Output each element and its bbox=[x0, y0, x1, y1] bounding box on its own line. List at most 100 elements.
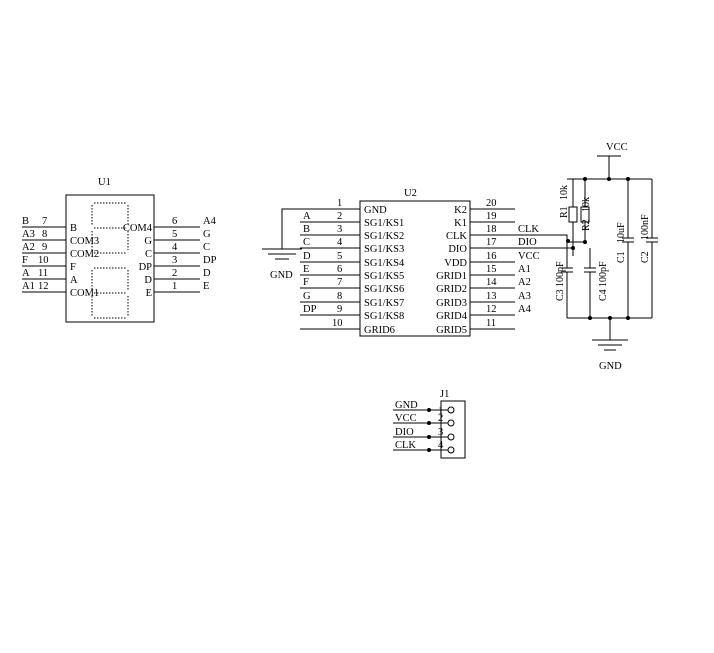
pin-net-label: A4 bbox=[518, 304, 532, 315]
pin-number: 2 bbox=[172, 268, 177, 279]
pin-number: 10 bbox=[332, 318, 343, 329]
c2-ref: C2 bbox=[640, 251, 651, 263]
pin-net-label: A2 bbox=[518, 277, 531, 288]
junction-dot bbox=[626, 316, 630, 320]
pin-name: B bbox=[70, 223, 77, 234]
j1-pin: DIO 3 bbox=[393, 427, 455, 441]
c1-ref: C1 bbox=[616, 251, 627, 263]
pin-number: 11 bbox=[38, 268, 48, 279]
pin-net-label: A2 bbox=[22, 242, 35, 253]
pin-name: F bbox=[70, 262, 76, 273]
u1-pin-left: F 10 F bbox=[22, 255, 76, 273]
u2-pin-left: 10 GRID6 bbox=[300, 318, 395, 336]
pin-number: 18 bbox=[486, 224, 497, 235]
pin-number: 19 bbox=[486, 211, 497, 222]
junction-dot bbox=[607, 177, 611, 181]
u2-pin-left: F 7 SG1/KS6 bbox=[300, 277, 404, 295]
u2-pin-right: GRID4 12 A4 bbox=[436, 304, 532, 322]
resistor-r1 bbox=[568, 206, 578, 223]
digit-upper-icon bbox=[91, 202, 129, 254]
pin-net-label: B bbox=[303, 224, 310, 235]
u2-pin-left: G 8 SG1/KS7 bbox=[300, 291, 404, 309]
pin-number: 7 bbox=[337, 277, 342, 288]
pin-number: 1 bbox=[172, 281, 177, 292]
u2-pin-right: GRID2 14 A2 bbox=[436, 277, 531, 295]
u1-pin-right: COM4 6 A4 bbox=[123, 216, 217, 234]
pin-net-label: C bbox=[203, 242, 210, 253]
u1-body bbox=[65, 194, 155, 323]
pin-name: K2 bbox=[454, 205, 467, 216]
pin-number: 1 bbox=[337, 198, 342, 209]
c4-ref: C4 bbox=[598, 289, 609, 301]
pin-number: 5 bbox=[337, 251, 342, 262]
pin-number: 4 bbox=[438, 440, 444, 451]
pin-net-label: A3 bbox=[518, 291, 531, 302]
pin-net-label: A4 bbox=[203, 216, 217, 227]
c3-ref: C3 bbox=[555, 289, 566, 301]
pin-number: 15 bbox=[486, 264, 497, 275]
c2-value: 100nF bbox=[640, 214, 651, 240]
u1-pin-left: A3 8 COM3 bbox=[22, 229, 99, 247]
u2-pin-left: B 3 SG1/KS2 bbox=[300, 224, 404, 242]
junction-dot bbox=[588, 316, 592, 320]
pin-net-label: C bbox=[303, 237, 310, 248]
u2-pin-left: C 4 SG1/KS3 bbox=[300, 237, 404, 255]
pin-number: 9 bbox=[337, 304, 342, 315]
u1-pin-left: B 7 B bbox=[22, 216, 77, 234]
pin-name: C bbox=[145, 249, 152, 260]
pin-net-label: DIO bbox=[395, 427, 414, 438]
u1-display: U1 B 7 B bbox=[22, 177, 217, 323]
pin-name: SG1/KS7 bbox=[364, 298, 404, 309]
vcc-label: VCC bbox=[606, 142, 628, 153]
pin-name: GRID3 bbox=[436, 298, 467, 309]
pin-net-label: DP bbox=[203, 255, 217, 266]
u1-pin-left: A2 9 COM2 bbox=[22, 242, 99, 260]
pin-name: CLK bbox=[446, 231, 467, 242]
pin-net-label: VCC bbox=[518, 251, 540, 262]
pin-net-label: A1 bbox=[518, 264, 531, 275]
passive-network: VCC R1 10k R2 10k C3 100pF bbox=[515, 142, 658, 372]
pin-net-label: CLK bbox=[395, 440, 416, 451]
pin-name: GRID2 bbox=[436, 284, 467, 295]
u2-pin-right: CLK 18 CLK bbox=[446, 224, 539, 242]
gnd-label: GND bbox=[599, 361, 622, 372]
pin-name: GRID5 bbox=[436, 325, 467, 336]
u2-gnd-label: GND bbox=[270, 270, 293, 281]
pin-name: D bbox=[144, 275, 152, 286]
pin-net-label: GND bbox=[395, 400, 418, 411]
pin-name: SG1/KS3 bbox=[364, 244, 404, 255]
junction-dot bbox=[571, 246, 575, 250]
u2-pin-right: K2 20 bbox=[454, 198, 515, 216]
pin-net-label: G bbox=[303, 291, 311, 302]
u1-pin-right: G 5 G bbox=[144, 229, 211, 247]
r1-value: 10k bbox=[559, 185, 570, 200]
pin-name: SG1/KS6 bbox=[364, 284, 404, 295]
pin-net-label: B bbox=[22, 216, 29, 227]
pin-number: 14 bbox=[486, 277, 497, 288]
u1-pin-right: DP 3 DP bbox=[139, 255, 217, 273]
pin-net-label: VCC bbox=[395, 413, 417, 424]
j1-pin: GND 1 bbox=[393, 400, 455, 417]
pin-number: 4 bbox=[337, 237, 343, 248]
pin-number: 3 bbox=[337, 224, 342, 235]
u1-designator: U1 bbox=[98, 177, 111, 188]
c4-value: 100pF bbox=[598, 261, 609, 287]
pin-name: SG1/KS1 bbox=[364, 218, 404, 229]
pin-number: 17 bbox=[486, 237, 497, 248]
u2-pin-right: GRID5 11 bbox=[436, 318, 515, 336]
pin-number: 7 bbox=[42, 216, 47, 227]
r2-ref: R2 bbox=[581, 219, 592, 231]
c1-value: 10uF bbox=[616, 222, 627, 243]
r1-ref: R1 bbox=[559, 206, 570, 218]
pin-name: VDD bbox=[444, 258, 467, 269]
pin-net-label: CLK bbox=[518, 224, 539, 235]
j1-connector: J1 GND 1 VCC 2 DIO 3 CLK 4 bbox=[393, 389, 466, 459]
j1-pin: VCC 2 bbox=[393, 413, 455, 427]
pin-name: COM1 bbox=[70, 288, 99, 299]
pin-number: 6 bbox=[172, 216, 177, 227]
pin-name: GRID1 bbox=[436, 271, 467, 282]
ground-symbol-icon bbox=[262, 248, 302, 260]
c3-value: 100pF bbox=[555, 261, 566, 287]
pin-name: SG1/KS8 bbox=[364, 311, 404, 322]
pin-name: SG1/KS4 bbox=[364, 258, 405, 269]
